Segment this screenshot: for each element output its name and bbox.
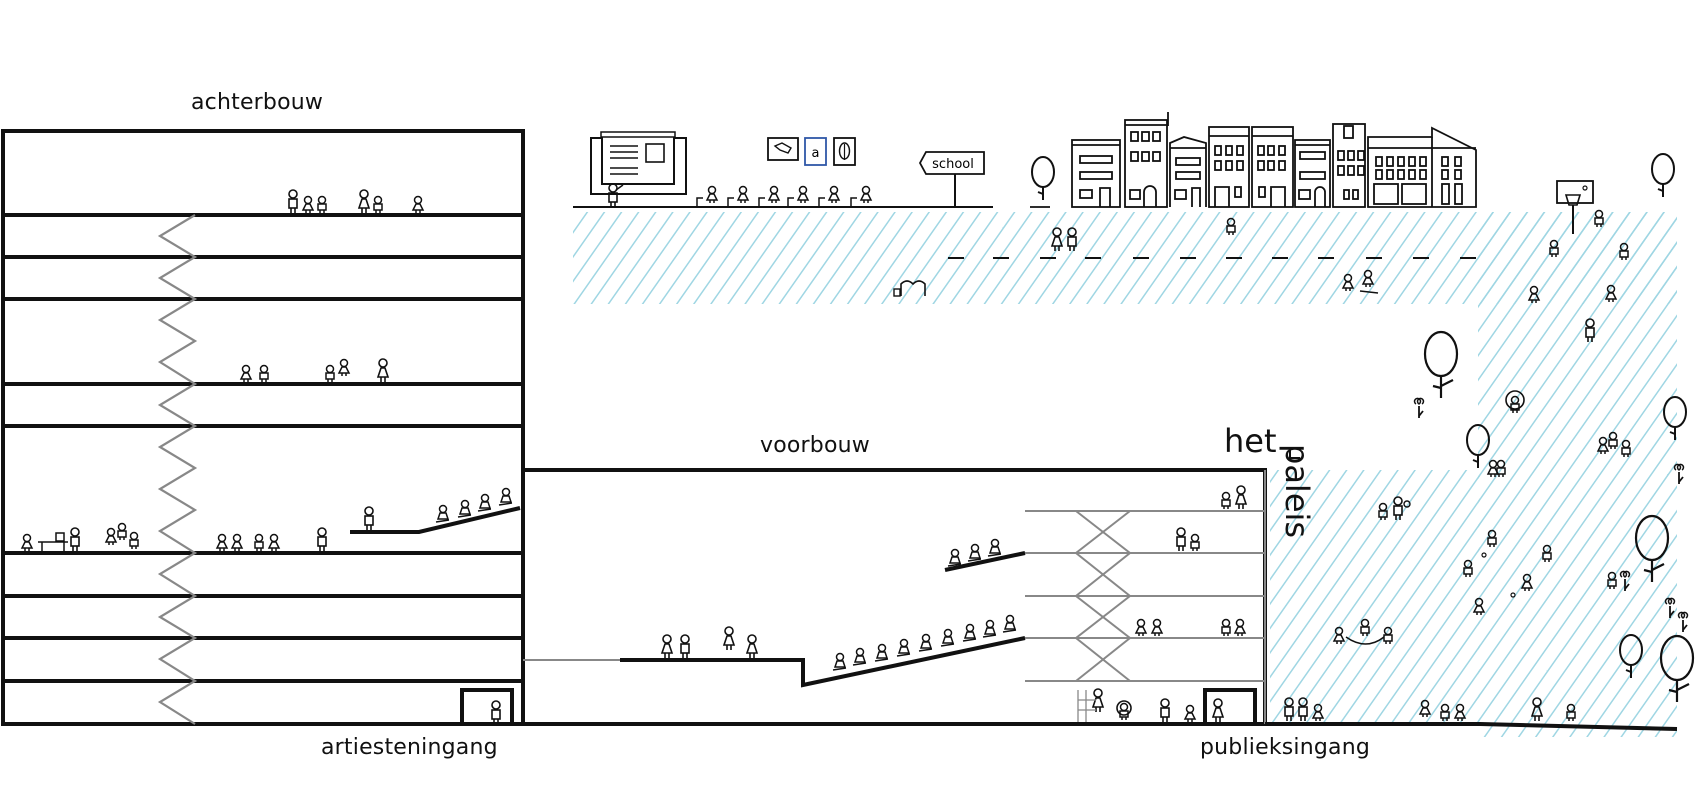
street-people [893,217,1379,297]
balcony [944,551,1026,572]
park [1284,153,1695,722]
front-building-label: voorbouw [760,433,870,458]
person-icon [491,700,501,725]
rear-building-label: achterbouw [191,90,324,115]
classroom-scene: a school [573,131,993,208]
svg-text:school: school [932,157,974,172]
rear-stair-zigzag [157,214,198,725]
letter-card-text: a [812,146,820,161]
tree-icon [1031,156,1055,201]
tree-icon [1651,153,1675,198]
artist-entrance-label: artiesteningang [321,735,498,760]
map-card-icon [767,137,799,161]
jump-rope-children [1333,618,1393,645]
logo-het: het [1224,422,1277,460]
street-hatch [573,212,1677,737]
school-sign: school [918,151,985,207]
letter-card [804,137,827,166]
ground-line [1265,722,1678,731]
rear-building [1,129,525,726]
rear-top-floor-people [288,189,424,214]
logo-paleis: paleis [1278,444,1316,539]
stage-floor [620,636,1026,688]
bench-icon [893,280,926,297]
rear-workshop-floor-people [21,487,521,552]
rear-mid-floor-people [240,358,389,383]
child-with-hoop [1505,390,1525,414]
front-building [523,468,1267,726]
town-houses [1030,112,1477,208]
het-paleis-logo [1283,447,1300,459]
artist-entrance-door [460,688,514,724]
leaf-card-icon [833,137,856,166]
pupils [696,185,872,207]
public-entrance-door [1203,688,1257,724]
flower-icon [1677,611,1689,633]
public-entrance-label: publieksingang [1200,735,1371,760]
front-stair-zigzag [1074,510,1132,682]
basketball-hoop-icon [1556,180,1594,234]
